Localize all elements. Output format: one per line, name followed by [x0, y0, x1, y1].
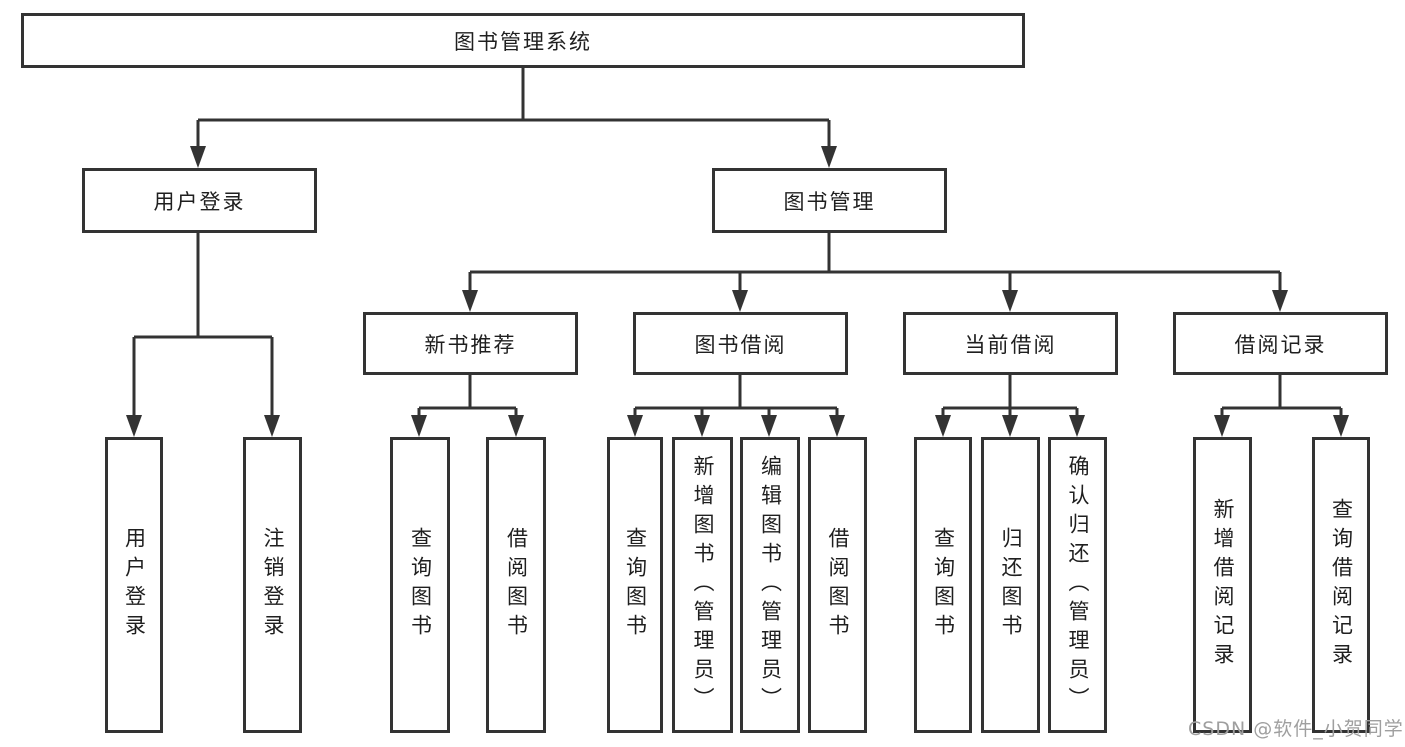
leaf-query-borrow-record: 查询借阅记录	[1312, 437, 1370, 733]
node-borrow-records: 借阅记录	[1173, 312, 1388, 375]
node-user-login: 用户登录	[82, 168, 317, 233]
leaf-query-books-current: 查询图书	[914, 437, 972, 733]
node-new-book-recommend: 新书推荐	[363, 312, 578, 375]
connector-user-login-children	[126, 233, 280, 437]
leaf-return-books: 归还图书	[981, 437, 1040, 733]
connector-book-management-children	[462, 233, 1288, 312]
leaf-query-books-recommend: 查询图书	[390, 437, 450, 733]
node-book-borrow: 图书借阅	[633, 312, 848, 375]
leaf-borrow-books: 借阅图书	[808, 437, 867, 733]
connector-new-book-recommend-children	[411, 375, 524, 437]
leaf-user-login: 用户登录	[105, 437, 163, 733]
node-book-management: 图书管理	[712, 168, 947, 233]
leaf-edit-books-admin: 编辑图书（管理员）	[740, 437, 800, 733]
connector-current-borrow-children	[935, 375, 1085, 437]
leaf-query-books-borrow: 查询图书	[607, 437, 663, 733]
connector-borrow-records-children	[1214, 375, 1349, 437]
connector-root-to-level2	[190, 68, 837, 168]
node-current-borrow: 当前借阅	[903, 312, 1118, 375]
leaf-add-borrow-record: 新增借阅记录	[1193, 437, 1252, 733]
leaf-borrow-books-recommend: 借阅图书	[486, 437, 546, 733]
leaf-logout: 注销登录	[243, 437, 302, 733]
leaf-add-books-admin: 新增图书（管理员）	[672, 437, 733, 733]
node-library-management-system: 图书管理系统	[21, 13, 1025, 68]
connector-book-borrow-children	[627, 375, 845, 437]
leaf-confirm-return-admin: 确认归还（管理员）	[1048, 437, 1107, 733]
csdn-watermark: CSDN @软件_小贺同学	[1188, 718, 1404, 740]
